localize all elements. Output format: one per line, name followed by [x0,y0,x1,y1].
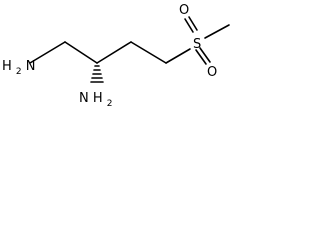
atom-h-count: 2 [107,99,113,109]
bond-ch2-to-chiral-c [64,41,98,64]
bond-ch2-to-sulfur [165,48,191,64]
atom-n: N [79,91,89,106]
atom-h: H [2,59,12,74]
bond-skeleton [29,24,230,64]
atom-label-nh2-terminal: H 2 N [2,59,36,78]
molecular-structure: H 2 N N H 2 S O O [2,3,230,109]
atom-label-sulfur: S [193,37,201,52]
atom-n: N [26,59,36,74]
atom-h-count: 2 [16,67,22,77]
bond-n-to-ch2 [29,41,66,64]
hashed-wedge-bond [90,65,104,83]
atom-label-oxygen-bottom: O [207,65,217,80]
atom-label-oxygen-top: O [179,3,189,18]
bond-sulfur-to-methyl [204,24,230,39]
bond-s-o-top-b [188,16,198,31]
bond-chiral-c-to-ch2 [96,41,132,64]
bond-s-o-bottom-a [195,49,207,65]
bond-ch2-to-ch2 [130,41,167,64]
atom-label-nh2-chiral: N H 2 [79,91,113,109]
sulfone-double-bonds [184,16,211,65]
atom-h: H [93,91,103,106]
bond-s-o-top-a [184,18,194,33]
bond-s-o-bottom-b [199,47,211,63]
